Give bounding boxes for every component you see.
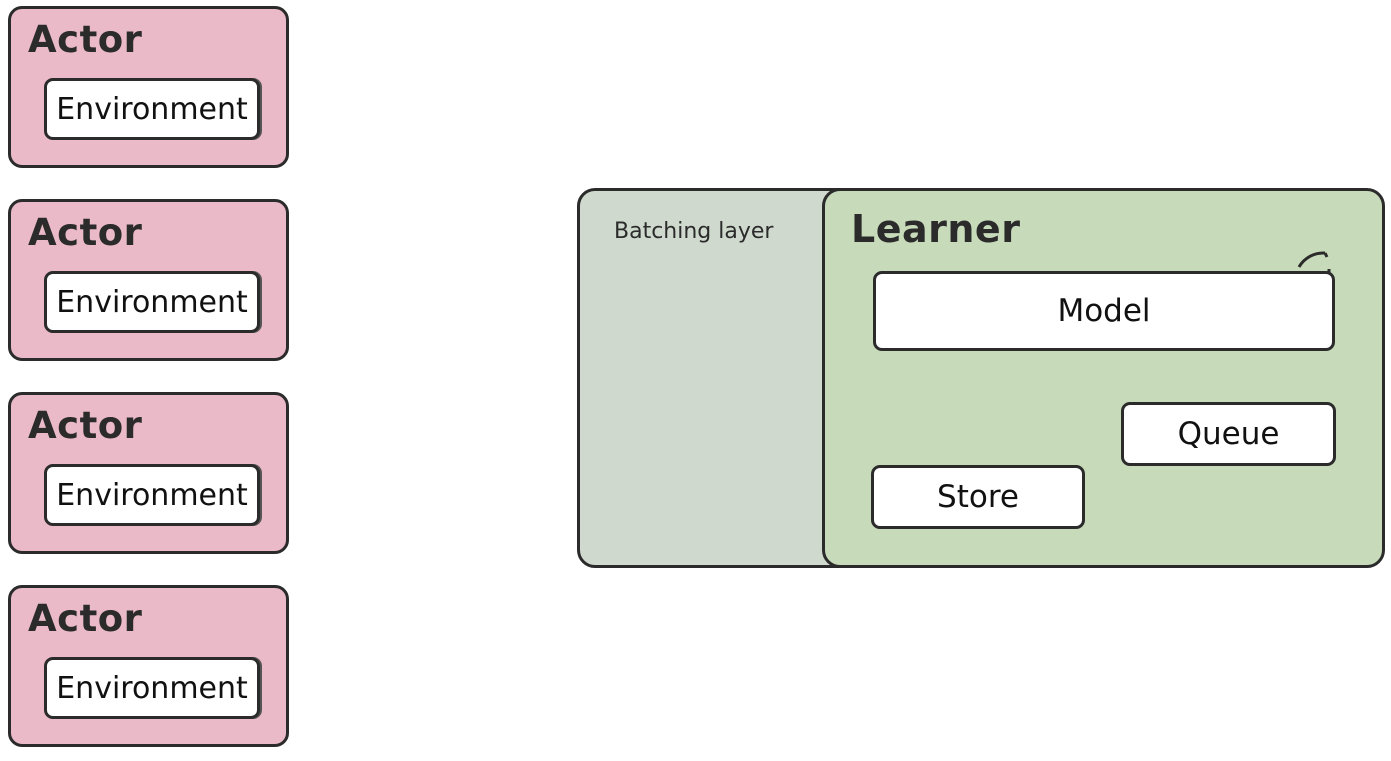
environment-box: Environment (44, 78, 260, 140)
environment-box: Environment (44, 464, 260, 526)
actor-title: Actor (28, 18, 143, 61)
model-box: Model (873, 271, 1335, 351)
learner-panel: Learner Model Queue Store (822, 188, 1385, 568)
learner-title: Learner (851, 207, 1021, 251)
queue-box: Queue (1121, 402, 1336, 466)
actor-box-4: Actor Environment (8, 585, 289, 747)
actor-box-2: Actor Environment (8, 199, 289, 361)
actor-box-3: Actor Environment (8, 392, 289, 554)
actor-title: Actor (28, 211, 143, 254)
store-box: Store (871, 465, 1085, 529)
actor-title: Actor (28, 597, 143, 640)
environment-box: Environment (44, 657, 260, 719)
environment-box: Environment (44, 271, 260, 333)
actor-title: Actor (28, 404, 143, 447)
batching-layer-label: Batching layer (614, 219, 774, 244)
actor-box-1: Actor Environment (8, 6, 289, 168)
